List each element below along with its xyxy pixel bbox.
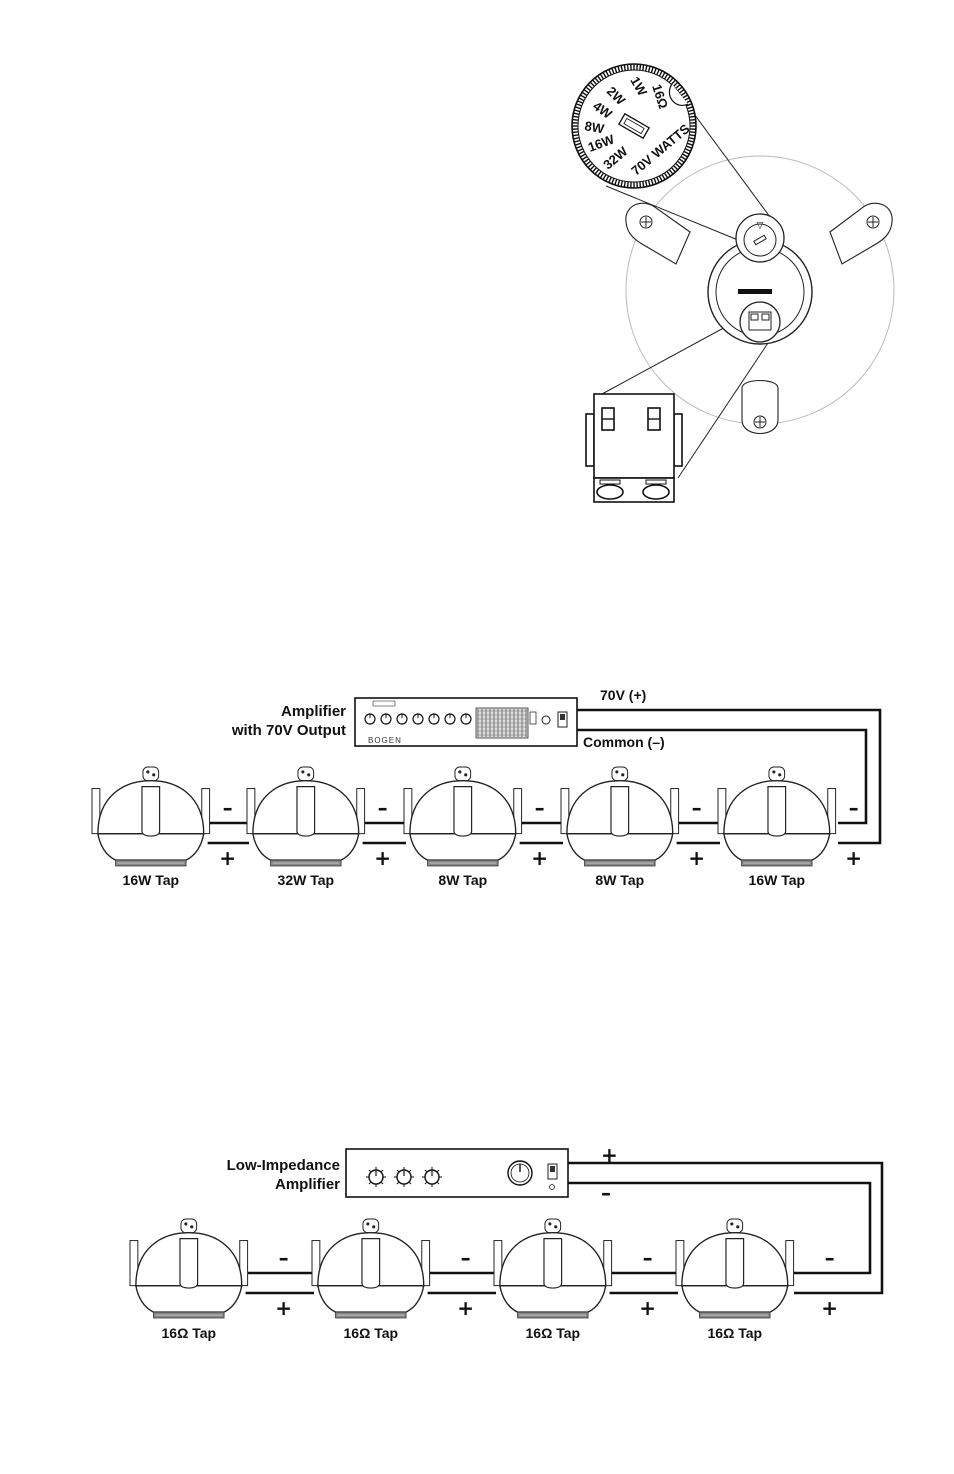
row70-minus-4: – <box>849 796 859 820</box>
row70-plus-2: + <box>531 846 548 870</box>
rowLow-minus-3: – <box>825 1246 835 1270</box>
row70-plus-3: + <box>688 846 705 870</box>
row70-plus-4: + <box>845 846 862 870</box>
amplow-title: Low-Impedance <box>227 1157 340 1174</box>
rowLow-tap-label-0: 16Ω Tap <box>162 1325 217 1341</box>
amplifier-70v: BOGEN <box>355 698 577 746</box>
label-70v-positive: 70V (+) <box>600 687 646 703</box>
row70-minus-1: – <box>378 796 388 820</box>
rowLow-tap-label-1: 16Ω Tap <box>344 1325 399 1341</box>
row70-speaker-3 <box>561 767 679 866</box>
rowLow-speaker-2 <box>494 1219 612 1318</box>
label-low-positive: + <box>601 1143 618 1167</box>
rowLow-plus-2: + <box>639 1296 656 1320</box>
row70-tap-label-0: 16W Tap <box>123 872 180 888</box>
label-70v-common: Common (–) <box>583 734 665 750</box>
row70-plus-0: + <box>219 846 236 870</box>
amplifier-low-impedance <box>346 1149 568 1197</box>
rowLow-tap-label-3: 16Ω Tap <box>708 1325 763 1341</box>
row70-speaker-1 <box>247 767 365 866</box>
rowLow-plus-0: + <box>275 1296 292 1320</box>
rowLow-minus-2: – <box>643 1246 653 1270</box>
row70-minus-3: – <box>692 796 702 820</box>
amp70-subtitle: with 70V Output <box>231 722 346 739</box>
tap-marker-icon: ▽ <box>757 221 764 231</box>
mounting-ear-bottom <box>742 381 778 434</box>
system-low-impedance: Low-Impedance Amplifier + – 16Ω Tap – +16Ω… <box>130 1143 882 1341</box>
row70-tap-label-3: 8W Tap <box>595 872 644 888</box>
label-low-negative: – <box>601 1181 611 1205</box>
row70-speaker-4 <box>718 767 836 866</box>
row70-tap-label-4: 16W Tap <box>749 872 806 888</box>
row70-tap-label-1: 32W Tap <box>278 872 335 888</box>
rowLow-minus-1: – <box>461 1246 471 1270</box>
row70-plus-1: + <box>374 846 391 870</box>
rowLow-minus-0: – <box>279 1246 289 1270</box>
amp70-title: Amplifier <box>281 703 346 720</box>
row70-minus-0: – <box>223 796 233 820</box>
rowLow-speaker-3 <box>676 1219 794 1318</box>
row70-tap-label-2: 8W Tap <box>438 872 487 888</box>
rowLow-tap-label-2: 16Ω Tap <box>526 1325 581 1341</box>
amp70-brand: BOGEN <box>368 736 402 745</box>
rowLow-speaker-1 <box>312 1219 430 1318</box>
terminal-block <box>586 394 682 502</box>
mounting-ear-right <box>830 203 892 264</box>
row70-speaker-0 <box>92 767 210 866</box>
rowLow-speaker-0 <box>130 1219 248 1318</box>
row70-minus-2: – <box>535 796 545 820</box>
rowLow-plus-1: + <box>457 1296 474 1320</box>
mounting-ear-left <box>626 203 690 264</box>
amplow-subtitle: Amplifier <box>275 1176 340 1193</box>
system-70v: Amplifier with 70V Output BOGEN 70V (+) … <box>92 687 880 888</box>
rowLow-plus-3: + <box>821 1296 838 1320</box>
row70-speaker-2 <box>404 767 522 866</box>
